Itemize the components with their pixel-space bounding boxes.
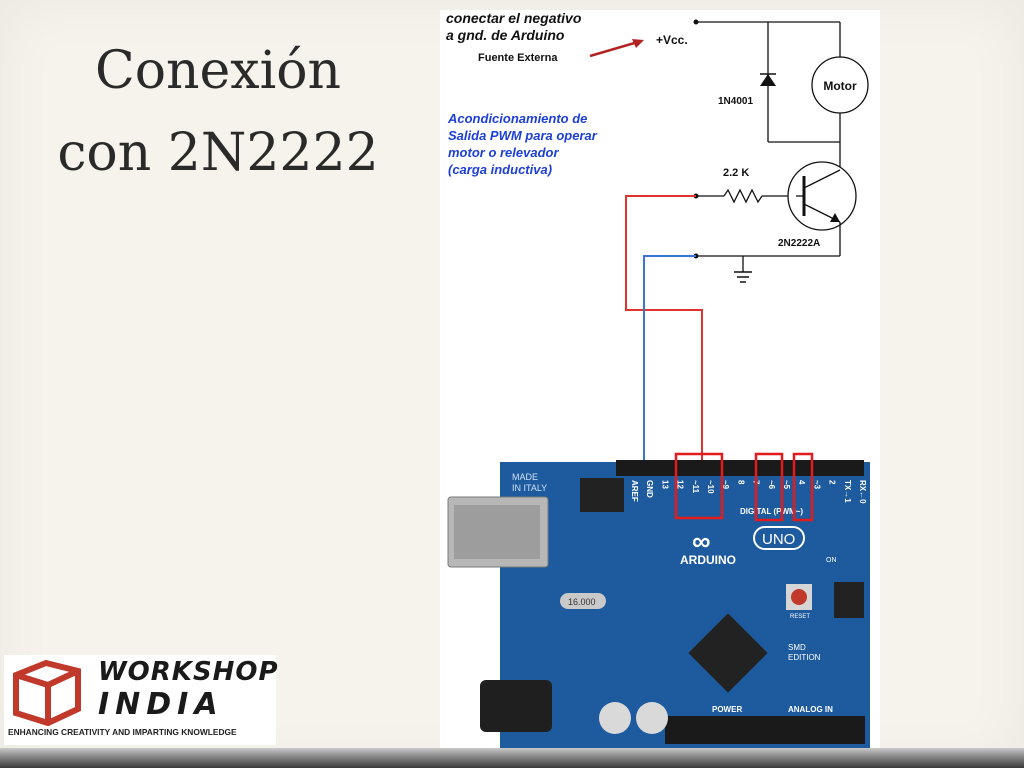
pin-label: TX→1 [843, 480, 852, 503]
resistor-icon [723, 188, 763, 204]
capacitor-2 [636, 702, 668, 734]
analog-label: ANALOG IN [788, 705, 833, 714]
logo-tagline: ENHANCING CREATIVITY AND IMPARTING KNOWL… [8, 727, 237, 737]
power-label: POWER [712, 705, 742, 714]
made-label: MADE [512, 472, 538, 482]
uno-badge [753, 526, 805, 550]
digital-label: DIGITAL (PWM~) [740, 507, 803, 516]
arduino-board: 16.000 MADE IN ITALY ARDUINO UNO ∞ DIGIT… [447, 452, 870, 748]
logo-word-workshop: WORKSHOP [98, 657, 279, 687]
note-line-2: a gnd. de Arduino [446, 27, 565, 43]
icsp-header [580, 478, 624, 512]
pin-label: AREF [630, 480, 639, 502]
pin-label: ~10 [706, 480, 715, 494]
circuit-figure: conectar el negativo a gnd. de Arduino F… [440, 10, 880, 748]
pwm-wire-red [625, 195, 703, 460]
capacitor-1 [599, 702, 631, 734]
caption-line-3: motor o relevador [448, 145, 559, 160]
smd-label: SMD [788, 643, 806, 652]
caption-line-2: Salida PWM para operar [448, 128, 598, 143]
bottom-bar [0, 748, 1024, 768]
usb-connector-inner [454, 505, 540, 559]
circuit-diagram: conectar el negativo a gnd. de Arduino F… [446, 10, 870, 748]
note-arrow [589, 40, 639, 58]
caption-line-4: (carga inductiva) [448, 162, 552, 177]
caption-line-1: Acondicionamiento de [447, 111, 587, 126]
power-jack [480, 680, 552, 732]
pin-label: RX←0 [858, 480, 867, 504]
crystal-label: 16.000 [568, 597, 596, 607]
note-line-1: conectar el negativo [446, 10, 582, 26]
pin-label: ~11 [691, 480, 700, 494]
logo-word-india: INDIA [98, 687, 224, 722]
model-label: UNO [762, 531, 795, 548]
highlight-pin-3 [792, 452, 814, 522]
reset-button-cap [791, 589, 807, 605]
reset-label: RESET [790, 614, 810, 620]
crystal [560, 593, 606, 609]
arrow-head-icon [632, 39, 644, 48]
digital-header [616, 460, 864, 476]
cube-logo-icon [13, 659, 81, 727]
motor-label: Motor [823, 79, 857, 93]
icsp2-header [834, 582, 864, 618]
vcc-label: +Vcc. [656, 33, 688, 47]
italy-label: IN ITALY [512, 483, 547, 493]
emitter-arrow-icon [830, 213, 840, 222]
analog-header [665, 716, 865, 744]
pin-label: 2 [828, 480, 837, 485]
transistor-label: 2N2222A [778, 238, 820, 249]
workshop-india-logo: WORKSHOP INDIA ENHANCING CREATIVITY AND … [4, 655, 279, 745]
pin-label: 4 [797, 480, 806, 485]
external-source-label: Fuente Externa [478, 52, 558, 64]
diode-icon [760, 74, 776, 86]
pin-label: 8 [736, 480, 745, 485]
highlight-pins-9-11 [674, 452, 724, 520]
title-line-2: con 2N2222 [57, 123, 379, 183]
title-line-1: Conexión [94, 41, 342, 101]
pin-label: ~3 [812, 480, 821, 490]
slide-title: Conexión con 2N2222 [18, 30, 418, 194]
brand-label: ARDUINO [680, 553, 736, 567]
highlight-pins-5-6 [754, 452, 784, 522]
transistor-collector [803, 169, 841, 189]
resistor-label: 2.2 K [723, 167, 749, 179]
diode-label: 1N4001 [718, 96, 753, 107]
pin-label: GND [645, 480, 654, 498]
on-label: ON [826, 557, 837, 564]
pin-label: ~6 [767, 480, 776, 490]
gnd-wire-blue [643, 255, 696, 460]
pin-label: 12 [676, 480, 685, 489]
infinity-logo-icon: ∞ [692, 526, 711, 556]
pin-label: 13 [660, 480, 669, 489]
edition-label: EDITION [788, 653, 821, 662]
pin-label: ~9 [721, 480, 730, 490]
pin-label: ~5 [782, 480, 791, 490]
